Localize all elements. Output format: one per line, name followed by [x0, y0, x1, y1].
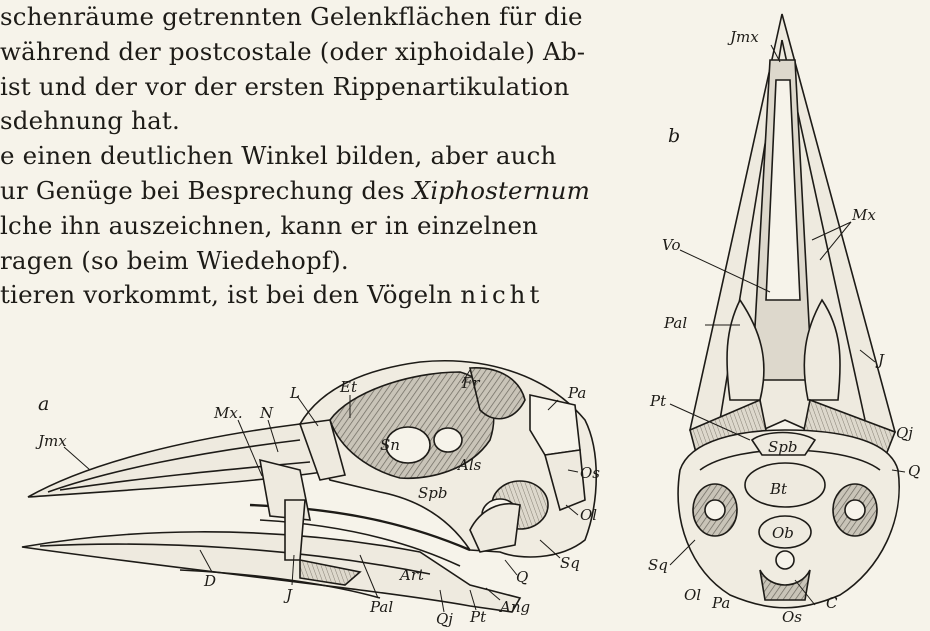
label-a-sn: Sn: [380, 436, 400, 454]
label-a-d: D: [203, 572, 216, 590]
label-b-sq: Sq: [648, 556, 668, 574]
label-a-als: Als: [456, 456, 482, 474]
label-b-pa: Pa: [711, 594, 730, 612]
label-b-ol: Ol: [684, 586, 701, 604]
label-b-bt: Bt: [769, 480, 788, 498]
label-b-vo: Vo: [662, 236, 681, 254]
label-a-n: N: [259, 404, 274, 422]
label-a-ang: Ang: [498, 598, 530, 616]
label-b-pt: Pt: [649, 392, 667, 410]
figure-b-ventral-skull: [678, 14, 899, 608]
label-b-c: C: [826, 594, 838, 612]
label-b-jmx: Jmx: [727, 28, 759, 46]
label-b-spb: Spb: [768, 438, 797, 456]
label-a-fr: Fr: [461, 374, 480, 392]
label-b-qj: Qj: [896, 424, 913, 442]
fig-a-letter: a: [38, 393, 49, 415]
label-b-mx: Mx: [851, 206, 876, 224]
label-a-art: Art: [398, 566, 425, 584]
label-a-pa: Pa: [567, 384, 586, 402]
figure-a-lateral-skull: [22, 361, 596, 612]
label-a-ol: Ol: [580, 506, 597, 524]
label-b-os: Os: [782, 608, 802, 626]
label-b-pal: Pal: [663, 314, 687, 332]
label-a-sq: Sq: [560, 554, 580, 572]
label-a-jmx: Jmx: [35, 432, 67, 450]
label-a-q: Q: [516, 568, 528, 586]
label-a-pt: Pt: [469, 608, 487, 626]
label-a-l: L: [289, 384, 300, 402]
fig-b-letter: b: [668, 125, 680, 147]
label-b-ob: Ob: [772, 524, 794, 542]
label-a-qj: Qj: [436, 610, 453, 628]
label-a-et: Et: [339, 378, 358, 396]
label-a-os: Os: [580, 464, 600, 482]
label-a-j: J: [283, 586, 293, 604]
label-a-spb: Spb: [418, 484, 447, 502]
label-b-q: Q: [908, 462, 920, 480]
label-a-mx: Mx.: [213, 404, 243, 422]
label-a-pal: Pal: [369, 598, 393, 616]
